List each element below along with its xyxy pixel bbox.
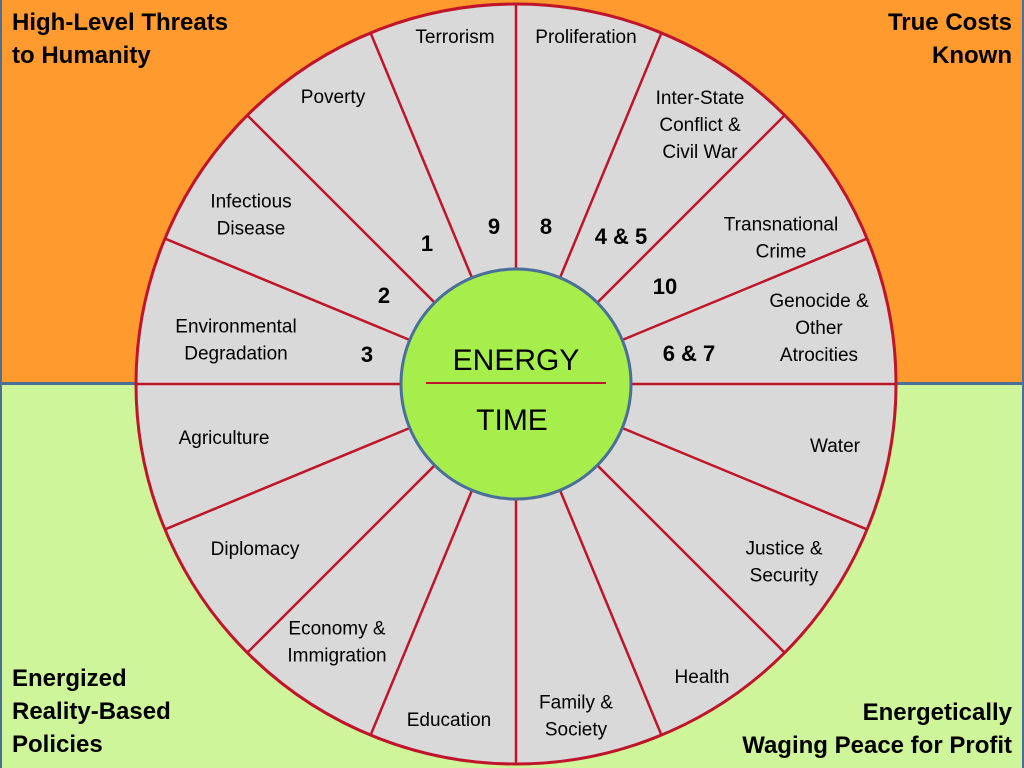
wheel-spoke: [246, 464, 436, 654]
threat-label-line: Degradation: [184, 344, 288, 365]
policy-label: Education: [407, 710, 492, 731]
wheel-spoke: [369, 489, 474, 736]
wheel-spoke: [621, 426, 868, 531]
wheel-spoke: [164, 426, 411, 531]
threat-label: Terrorism: [415, 27, 494, 48]
corner-line: Energetically: [862, 699, 1012, 726]
frame-left-edge: [0, 0, 2, 768]
corner-line: True Costs: [887, 9, 1012, 36]
policy-label-line: Health: [675, 667, 730, 688]
threat-label-line: Environmental: [175, 317, 296, 338]
threat-label-line: Crime: [756, 242, 807, 263]
threat-label-line: Terrorism: [415, 27, 494, 48]
policy-label-line: Diplomacy: [211, 539, 300, 560]
threat-number: 10: [653, 274, 677, 299]
policy-label-line: Economy &: [288, 619, 385, 640]
wheel-spoke: [246, 114, 436, 304]
policy-label-line: Education: [407, 710, 492, 731]
wheel-spokes: [136, 4, 896, 764]
corner-line: High-Level Threats: [12, 9, 229, 36]
threat-label-line: Infectious: [210, 192, 291, 213]
policy-label-line: Immigration: [287, 646, 386, 667]
hub-time-label: TIME: [476, 404, 548, 437]
threat-label: Proliferation: [535, 27, 636, 48]
wheel-spoke: [621, 237, 868, 342]
corner-line: Waging Peace for Profit: [742, 732, 1012, 759]
corner-line: to Humanity: [12, 42, 151, 69]
wheel-spoke: [558, 32, 663, 279]
threat-label-line: Other: [795, 318, 843, 339]
policy-label-line: Family &: [539, 693, 613, 714]
threat-label: Poverty: [301, 87, 366, 108]
corner-bottom-right-title: Energetically Waging Peace for Profit: [742, 696, 1012, 762]
corner-line: Reality-Based: [12, 698, 171, 725]
corner-line: Policies: [12, 731, 103, 758]
hub-energy-label: ENERGY: [453, 344, 580, 377]
threat-number: 4 & 5: [595, 224, 648, 249]
policy-label: Economy & Immigration: [287, 619, 386, 667]
wheel-spoke: [164, 237, 411, 342]
threat-label-line: Poverty: [301, 87, 366, 108]
policy-label-line: Justice &: [745, 539, 822, 560]
corner-top-right-title: True Costs Known: [888, 6, 1012, 72]
policy-label: Agriculture: [179, 428, 270, 449]
threat-number: 6 & 7: [663, 341, 716, 366]
threat-number: 8: [540, 214, 552, 239]
wheel-spoke: [596, 114, 786, 304]
policy-label-line: Water: [810, 436, 861, 457]
corner-line: Known: [932, 42, 1012, 69]
threat-number: 1: [421, 231, 433, 256]
wheel-spoke: [596, 464, 786, 654]
frame-right-edge: [1022, 0, 1024, 768]
threat-label-line: Transnational: [724, 215, 838, 236]
threat-label-line: Atrocities: [780, 345, 858, 366]
threat-label-line: Proliferation: [535, 27, 636, 48]
threat-label-line: Conflict &: [659, 115, 741, 136]
center-hub: ENERGY TIME: [399, 267, 633, 501]
threat-number: 9: [488, 214, 500, 239]
corner-bottom-left-title: Energized Reality-Based Policies: [12, 662, 171, 761]
threat-label-line: Disease: [217, 219, 286, 240]
policy-label-line: Society: [545, 720, 608, 741]
threat-label-line: Genocide &: [769, 291, 869, 312]
threat-number: 2: [378, 283, 390, 308]
policy-label-line: Security: [750, 566, 819, 587]
threat-number: 3: [361, 342, 373, 367]
policy-label: Health: [675, 667, 730, 688]
wheel-spoke: [369, 32, 474, 279]
policy-label-line: Agriculture: [179, 428, 270, 449]
corner-line: Energized: [12, 665, 127, 692]
threat-label-line: Inter-State: [656, 88, 745, 109]
policy-label: Family & Society: [539, 693, 613, 741]
policy-label: Justice & Security: [745, 539, 822, 587]
threat-label-line: Civil War: [662, 142, 738, 163]
corner-top-left-title: High-Level Threats to Humanity: [12, 6, 228, 72]
policy-label: Water: [810, 436, 861, 457]
policy-label: Diplomacy: [211, 539, 300, 560]
wheel-spoke: [558, 489, 663, 736]
